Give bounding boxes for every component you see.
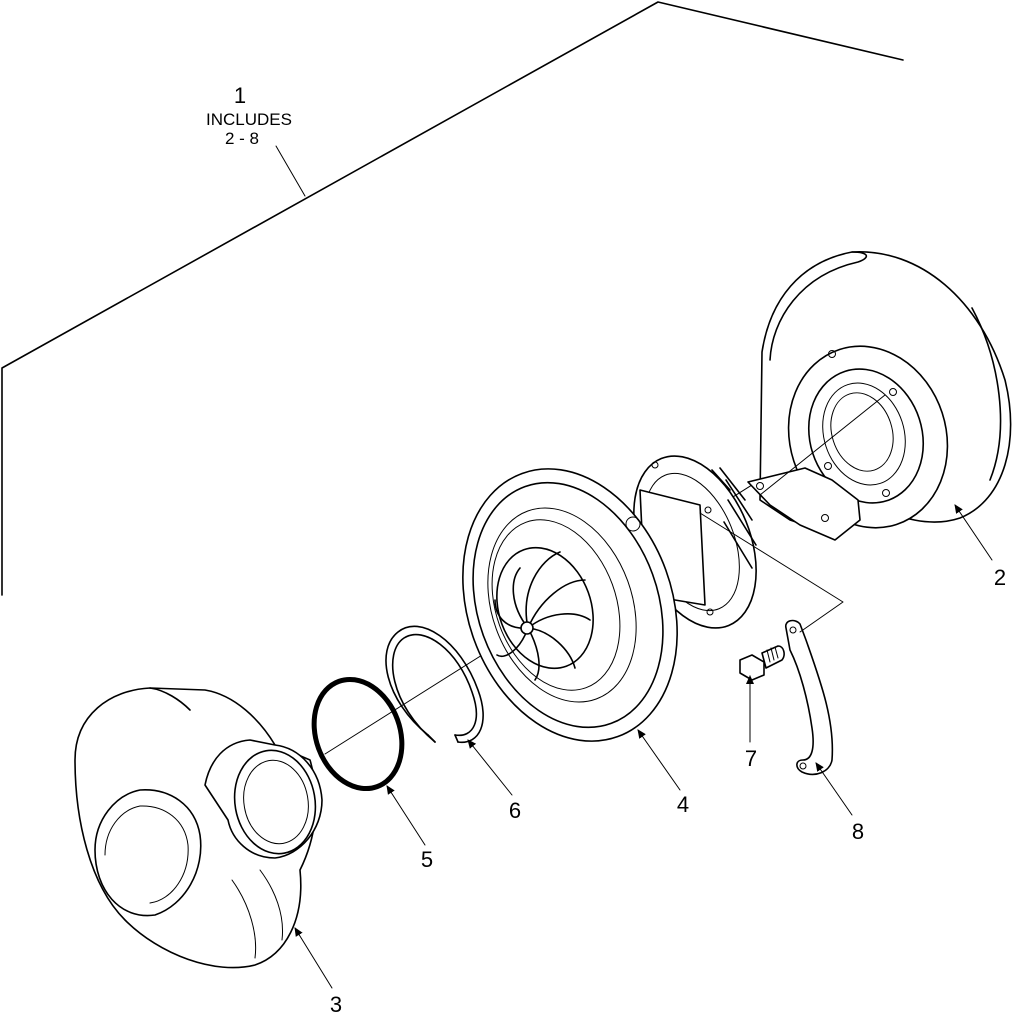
callout-1-range: 2 - 8 xyxy=(225,129,259,148)
callout-3-number: 3 xyxy=(330,992,342,1017)
leader-3 xyxy=(294,927,333,989)
snap-ring-icon xyxy=(385,625,484,743)
o-ring-icon xyxy=(311,676,405,792)
callout-4-number: 4 xyxy=(677,792,689,817)
callout-1: 1 INCLUDES 2 - 8 xyxy=(206,83,292,148)
callout-2-number: 2 xyxy=(994,565,1006,590)
leader-lines xyxy=(294,504,993,989)
compressor-housing-icon xyxy=(747,251,1012,541)
callout-5-number: 5 xyxy=(421,847,433,872)
parts-group-bracket xyxy=(699,512,844,633)
callout-1-includes: INCLUDES xyxy=(206,110,292,129)
assembly-bracket xyxy=(1,1,904,596)
callout-6-number: 6 xyxy=(509,798,521,823)
center-cartridge-icon xyxy=(462,455,757,742)
callout-7-number: 7 xyxy=(745,746,757,771)
bolt-alignment-line xyxy=(759,394,886,496)
leader-5 xyxy=(386,785,426,846)
callout-8-number: 8 xyxy=(852,819,864,844)
leader-4 xyxy=(637,729,681,791)
leader-8 xyxy=(815,762,853,816)
turbine-housing-icon xyxy=(74,687,323,969)
bolt-icon xyxy=(739,645,785,681)
clamp-plate-icon xyxy=(785,619,834,776)
callout-1-number: 1 xyxy=(234,83,246,108)
leader-2 xyxy=(954,504,993,561)
leader-6 xyxy=(467,739,513,796)
